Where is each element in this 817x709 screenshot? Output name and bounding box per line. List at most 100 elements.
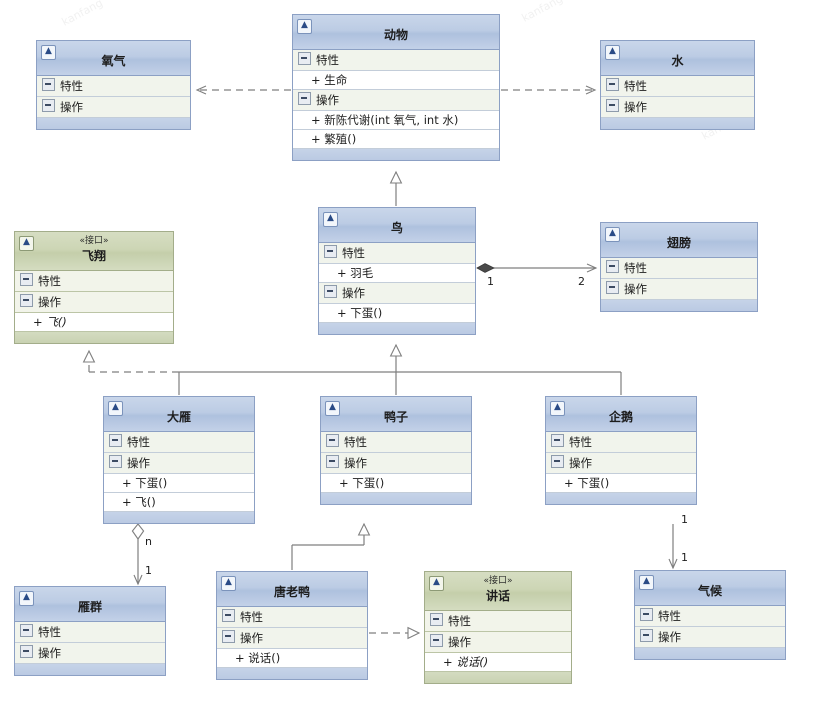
attributes-compartment-penguin[interactable]: 特性 bbox=[546, 432, 696, 453]
class-box-oxygen[interactable]: ▲ 氧气 特性 操作 bbox=[36, 40, 191, 130]
interface-box-speak[interactable]: ▲ «接口» 讲话 特性 操作 + 说话() bbox=[424, 571, 572, 684]
interface-box-fly[interactable]: ▲ «接口» 飞翔 特性 操作 + 飞() bbox=[14, 231, 174, 344]
operation-item: + 繁殖() bbox=[293, 130, 499, 149]
minus-icon[interactable] bbox=[326, 455, 339, 468]
attributes-compartment-bird[interactable]: 特性 bbox=[319, 243, 475, 264]
attributes-compartment-geeseflock[interactable]: 特性 bbox=[15, 622, 165, 643]
attributes-compartment-speak[interactable]: 特性 bbox=[425, 611, 571, 632]
operations-compartment-climate[interactable]: 操作 bbox=[635, 627, 785, 648]
class-box-duck[interactable]: ▲ 鸭子 特性 操作 + 下蛋() bbox=[320, 396, 472, 505]
attributes-compartment-donaldduck[interactable]: 特性 bbox=[217, 607, 367, 628]
minus-icon[interactable] bbox=[20, 624, 33, 637]
attributes-compartment-fly[interactable]: 特性 bbox=[15, 271, 173, 292]
class-box-animal[interactable]: ▲ 动物 特性 + 生命 操作 + 新陈代谢(int 氧气, int 水) + … bbox=[292, 14, 500, 161]
minus-icon[interactable] bbox=[551, 434, 564, 447]
attributes-compartment-duck[interactable]: 特性 bbox=[321, 432, 471, 453]
operations-label: 操作 bbox=[624, 100, 647, 114]
interface-footer-fly bbox=[15, 332, 173, 343]
attributes-compartment-wildgoose[interactable]: 特性 bbox=[104, 432, 254, 453]
operations-compartment-oxygen[interactable]: 操作 bbox=[37, 97, 190, 118]
multiplicity-penguin-source: 1 bbox=[681, 513, 688, 526]
class-footer-climate bbox=[635, 648, 785, 659]
collapse-icon[interactable]: ▲ bbox=[325, 401, 340, 416]
attributes-label: 特性 bbox=[344, 435, 367, 449]
operations-label: 操作 bbox=[240, 631, 263, 645]
minus-icon[interactable] bbox=[606, 281, 619, 294]
class-box-water[interactable]: ▲ 水 特性 操作 bbox=[600, 40, 755, 130]
class-footer-oxygen bbox=[37, 118, 190, 129]
collapse-icon[interactable]: ▲ bbox=[429, 576, 444, 591]
minus-icon[interactable] bbox=[298, 92, 311, 105]
minus-icon[interactable] bbox=[551, 455, 564, 468]
operations-compartment-duck[interactable]: 操作 bbox=[321, 453, 471, 474]
operations-compartment-penguin[interactable]: 操作 bbox=[546, 453, 696, 474]
minus-icon[interactable] bbox=[606, 260, 619, 273]
collapse-icon[interactable]: ▲ bbox=[323, 212, 338, 227]
attributes-compartment-oxygen[interactable]: 特性 bbox=[37, 76, 190, 97]
class-box-bird[interactable]: ▲ 鸟 特性 + 羽毛 操作 + 下蛋() bbox=[318, 207, 476, 335]
minus-icon[interactable] bbox=[324, 285, 337, 298]
collapse-icon[interactable]: ▲ bbox=[297, 19, 312, 34]
class-header-geeseflock: ▲ 雁群 bbox=[15, 587, 165, 622]
operations-compartment-animal[interactable]: 操作 bbox=[293, 90, 499, 111]
operation-item: + 飞() bbox=[15, 313, 173, 332]
minus-icon[interactable] bbox=[20, 294, 33, 307]
attributes-compartment-animal[interactable]: 特性 bbox=[293, 50, 499, 71]
operations-label: 操作 bbox=[569, 456, 592, 470]
attributes-compartment-climate[interactable]: 特性 bbox=[635, 606, 785, 627]
class-name-oxygen: 氧气 bbox=[101, 54, 126, 68]
class-header-duck: ▲ 鸭子 bbox=[321, 397, 471, 432]
operations-compartment-wings[interactable]: 操作 bbox=[601, 279, 757, 300]
class-box-wings[interactable]: ▲ 翅膀 特性 操作 bbox=[600, 222, 758, 312]
minus-icon[interactable] bbox=[20, 645, 33, 658]
operations-compartment-bird[interactable]: 操作 bbox=[319, 283, 475, 304]
operations-compartment-speak[interactable]: 操作 bbox=[425, 632, 571, 653]
attributes-compartment-wings[interactable]: 特性 bbox=[601, 258, 757, 279]
minus-icon[interactable] bbox=[430, 613, 443, 626]
collapse-icon[interactable]: ▲ bbox=[221, 576, 236, 591]
class-box-geeseflock[interactable]: ▲ 雁群 特性 操作 bbox=[14, 586, 166, 676]
minus-icon[interactable] bbox=[109, 434, 122, 447]
minus-icon[interactable] bbox=[42, 78, 55, 91]
class-name-wings: 翅膀 bbox=[666, 236, 691, 250]
minus-icon[interactable] bbox=[222, 609, 235, 622]
class-footer-donaldduck bbox=[217, 668, 367, 679]
minus-icon[interactable] bbox=[326, 434, 339, 447]
collapse-icon[interactable]: ▲ bbox=[19, 591, 34, 606]
operations-label: 操作 bbox=[344, 456, 367, 470]
operations-compartment-geeseflock[interactable]: 操作 bbox=[15, 643, 165, 664]
class-header-animal: ▲ 动物 bbox=[293, 15, 499, 50]
class-box-wildgoose[interactable]: ▲ 大雁 特性 操作 + 下蛋() + 飞() bbox=[103, 396, 255, 524]
operations-label: 操作 bbox=[342, 286, 365, 300]
operations-compartment-fly[interactable]: 操作 bbox=[15, 292, 173, 313]
class-box-donaldduck[interactable]: ▲ 唐老鸭 特性 操作 + 说话() bbox=[216, 571, 368, 680]
collapse-icon[interactable]: ▲ bbox=[108, 401, 123, 416]
minus-icon[interactable] bbox=[298, 52, 311, 65]
attributes-label: 特性 bbox=[316, 53, 339, 67]
class-name-wildgoose: 大雁 bbox=[166, 410, 191, 424]
minus-icon[interactable] bbox=[640, 629, 653, 642]
minus-icon[interactable] bbox=[606, 78, 619, 91]
minus-icon[interactable] bbox=[109, 455, 122, 468]
collapse-icon[interactable]: ▲ bbox=[605, 227, 620, 242]
class-header-bird: ▲ 鸟 bbox=[319, 208, 475, 243]
operations-compartment-donaldduck[interactable]: 操作 bbox=[217, 628, 367, 649]
class-footer-duck bbox=[321, 493, 471, 504]
attributes-compartment-water[interactable]: 特性 bbox=[601, 76, 754, 97]
minus-icon[interactable] bbox=[222, 630, 235, 643]
class-box-climate[interactable]: ▲ 气候 特性 操作 bbox=[634, 570, 786, 660]
collapse-icon[interactable]: ▲ bbox=[550, 401, 565, 416]
collapse-icon[interactable]: ▲ bbox=[41, 45, 56, 60]
collapse-icon[interactable]: ▲ bbox=[639, 575, 654, 590]
minus-icon[interactable] bbox=[430, 634, 443, 647]
minus-icon[interactable] bbox=[20, 273, 33, 286]
collapse-icon[interactable]: ▲ bbox=[605, 45, 620, 60]
minus-icon[interactable] bbox=[606, 99, 619, 112]
operations-compartment-water[interactable]: 操作 bbox=[601, 97, 754, 118]
operations-compartment-wildgoose[interactable]: 操作 bbox=[104, 453, 254, 474]
minus-icon[interactable] bbox=[324, 245, 337, 258]
minus-icon[interactable] bbox=[42, 99, 55, 112]
collapse-icon[interactable]: ▲ bbox=[19, 236, 34, 251]
minus-icon[interactable] bbox=[640, 608, 653, 621]
class-box-penguin[interactable]: ▲ 企鹅 特性 操作 + 下蛋() bbox=[545, 396, 697, 505]
